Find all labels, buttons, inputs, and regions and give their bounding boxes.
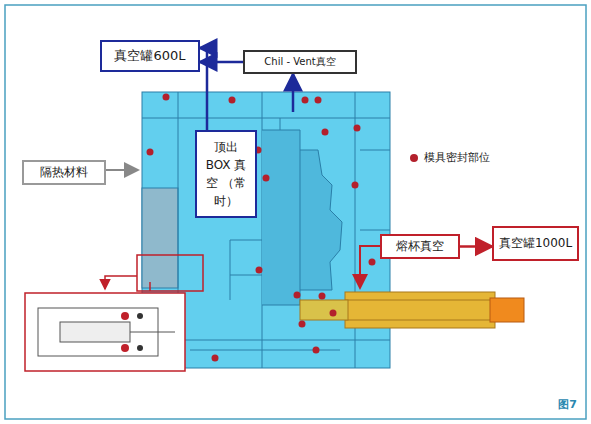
legend-swatch (410, 154, 418, 162)
vent-box: Chil - Vent真空 (243, 50, 357, 74)
ejector-box: 顶出 BOX 真空 （常时） (195, 130, 257, 218)
shot-sleeve (300, 292, 524, 328)
detail-marker (137, 255, 203, 291)
vent-leader (292, 74, 295, 112)
seal-dots (147, 94, 376, 362)
detail-leader (105, 276, 150, 291)
node-text: 隔热材料 (28, 164, 100, 181)
frame (5, 5, 586, 419)
legend-item: 模具密封部位 (410, 150, 490, 165)
detail-inset (25, 293, 185, 371)
sleeve-vac-box: 熔杯真空 (380, 234, 460, 259)
node-text: 真空罐1000L (498, 235, 573, 252)
node-text: 顶出 BOX 真空 （常时） (202, 138, 250, 210)
node-text: Chil - Vent真空 (249, 55, 351, 69)
tank-box: 真空罐600L (100, 40, 200, 72)
figure-number: 图7 (558, 397, 577, 412)
connector-arrow (460, 245, 492, 248)
connector-arrow (200, 48, 207, 130)
node-text: 真空罐600L (108, 47, 192, 65)
tank-box: 真空罐1000L (492, 226, 579, 261)
legend-text: 模具密封部位 (424, 151, 490, 164)
insulation-box: 隔热材料 (22, 160, 106, 185)
insulation-leader (105, 169, 138, 171)
connector-arrow (200, 61, 243, 64)
node-text: 熔杯真空 (386, 238, 454, 255)
sleeve-leader (360, 246, 380, 288)
